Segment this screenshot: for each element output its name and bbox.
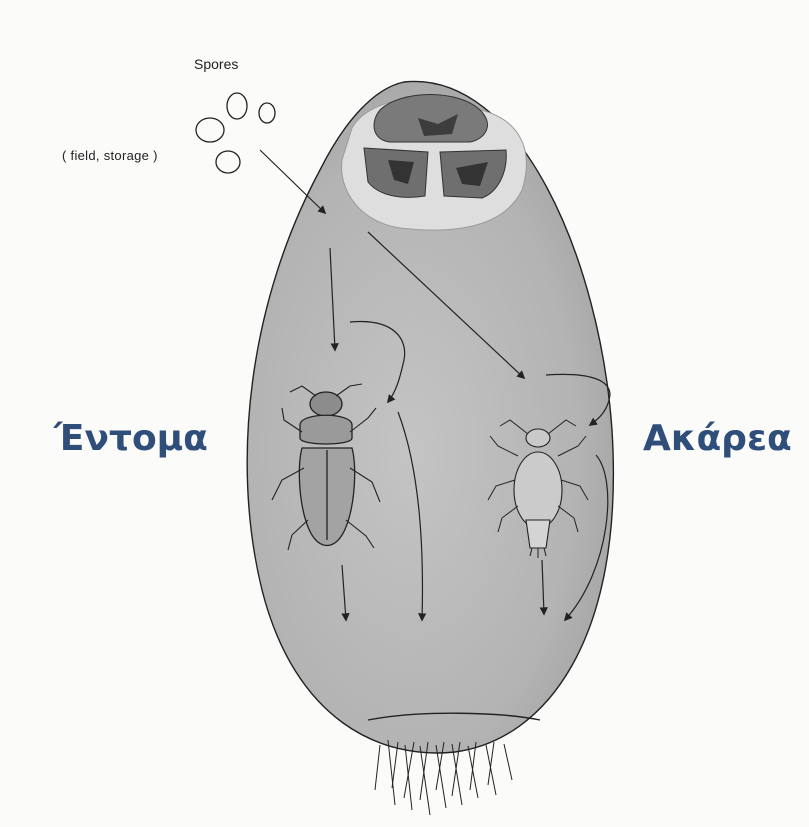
source-label: ( field, storage )	[62, 148, 158, 163]
spore-icon	[227, 93, 247, 119]
mites-label: Ακάρεα	[637, 418, 798, 459]
spores-group	[196, 93, 275, 173]
spore-icon	[259, 103, 275, 123]
insects-label: Έντομα	[48, 418, 214, 459]
spore-icon	[196, 118, 224, 142]
spore-icon	[216, 151, 240, 173]
spores-label: Spores	[194, 56, 238, 72]
